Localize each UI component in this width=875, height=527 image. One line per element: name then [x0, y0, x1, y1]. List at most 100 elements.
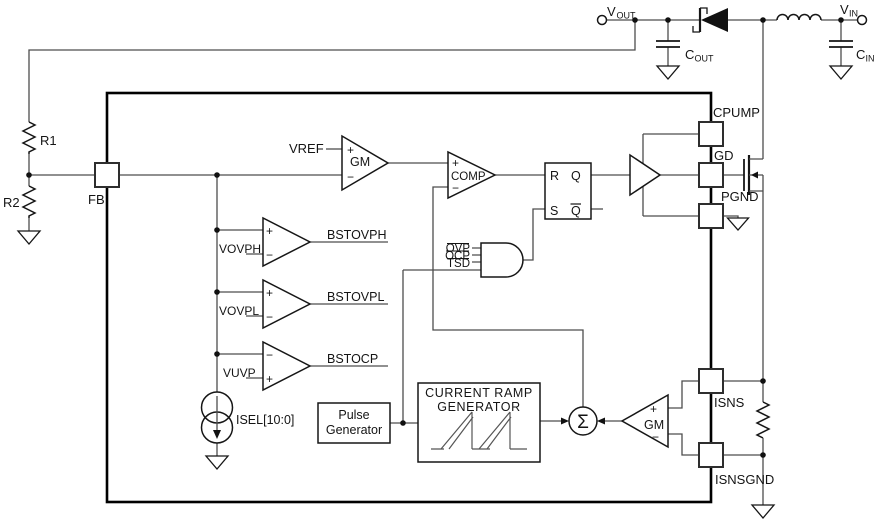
- junction-cout: [665, 17, 671, 23]
- ovpl-comparator: [262, 278, 312, 330]
- current-source-arrowhead: [213, 430, 221, 439]
- cin-capacitor: [828, 40, 854, 81]
- ocp-label: OCP: [445, 251, 470, 263]
- wire-driver-cpump: [642, 133, 699, 164]
- junction-pulse-out: [400, 420, 406, 426]
- gd-pin-label: GD: [714, 148, 734, 163]
- bstocp-label: BSTOCP: [327, 352, 378, 366]
- cpump-pin: [698, 121, 724, 147]
- sense-resistor: [755, 401, 771, 439]
- summer-left-arrowhead: [561, 417, 569, 425]
- labels: V OUT V IN C OUT C IN R1 R2 FB CPUMP GD …: [3, 2, 875, 487]
- cout-label: C: [685, 47, 694, 62]
- ovp-label: OVP: [446, 243, 471, 255]
- wire-isnsgnd-to-minus: [668, 433, 699, 456]
- pulse-gen-line2: Generator: [326, 423, 382, 437]
- wire-and-to-s: [523, 208, 545, 261]
- isns-pin-label: ISNS: [714, 395, 745, 410]
- junction-cin: [838, 17, 844, 23]
- summer-sigma: Σ: [577, 412, 589, 433]
- wire-threshold-stubs: [246, 253, 263, 379]
- junction-divider: [26, 172, 32, 178]
- senseamp-plus: +: [650, 402, 657, 416]
- cin-label: C: [856, 47, 865, 62]
- vout-terminal: [596, 14, 608, 26]
- isns-pin: [698, 368, 724, 394]
- wire-driver-pgnd: [642, 186, 699, 217]
- junction-dots: [26, 17, 844, 458]
- uvp-plus: +: [266, 372, 273, 386]
- cout-ground-symbol: [655, 65, 681, 81]
- pgnd-pin: [698, 203, 724, 229]
- isnsgnd-pin-label: ISNSGND: [715, 472, 774, 487]
- ovpl-plus: +: [266, 286, 273, 300]
- sawtooth-waveform: [431, 411, 527, 450]
- ovpl-minus: −: [266, 310, 273, 324]
- erroramp-label: GM: [350, 155, 370, 169]
- wire-comparator-taps: [217, 229, 263, 355]
- pulse-gen-line1: Pulse: [338, 408, 369, 422]
- pgnd-ground-symbol: [726, 217, 750, 231]
- r1-label: R1: [40, 133, 57, 148]
- ramp-gen-line2: GENERATOR: [437, 400, 520, 414]
- junction-fb-line: [214, 172, 220, 178]
- gate-driver: [629, 153, 662, 197]
- pgnd-pin-label: PGND: [721, 189, 759, 204]
- vin-label: V: [840, 2, 849, 17]
- mosfet-body-arrow: [751, 171, 758, 179]
- bstovph-label: BSTOVPH: [327, 228, 387, 242]
- vout-label-sub: OUT: [617, 11, 637, 21]
- error-amp: [341, 134, 390, 192]
- comp-minus: −: [452, 181, 459, 195]
- nmos-switch: [723, 155, 764, 195]
- ovph-minus: −: [266, 248, 273, 262]
- isnsgnd-pin: [698, 442, 724, 468]
- rs-latch: [544, 162, 592, 220]
- pulse-generator: [317, 402, 391, 444]
- ic-boundary: [105, 91, 713, 504]
- cin-plates: [829, 40, 853, 48]
- wire-pgnd-ext: [723, 215, 739, 218]
- sense-ground-symbol: [750, 504, 776, 520]
- and-gate: [480, 242, 524, 278]
- uvp-minus: −: [266, 348, 273, 362]
- cout-label-sub: OUT: [695, 54, 715, 64]
- cin-ground-symbol: [828, 65, 854, 81]
- cin-label-sub: IN: [866, 54, 875, 64]
- vout-label: V: [607, 4, 616, 19]
- summer-right-arrowhead: [597, 417, 605, 425]
- isel-current-source: [200, 391, 234, 471]
- wire-bst-outputs: [310, 241, 388, 367]
- uvp-comparator: [262, 340, 312, 392]
- pwm-comparator: [447, 150, 497, 200]
- latch-qbar-label: Q: [571, 204, 581, 218]
- gd-pin: [698, 162, 724, 188]
- erroramp-minus: −: [347, 170, 354, 184]
- tsd-label: TSD: [447, 258, 470, 270]
- senseamp-label: GM: [644, 418, 664, 432]
- wire-and-input-stubs: [472, 247, 481, 263]
- cout-plates: [656, 40, 680, 48]
- current-sense-amp: [620, 393, 669, 449]
- junction-switch-node: [760, 17, 766, 23]
- wire-isns-taps: [723, 380, 763, 456]
- latch-s-label: S: [550, 204, 558, 218]
- junction-isnsgnd: [760, 452, 766, 458]
- schottky-diode: [692, 7, 728, 33]
- wire-comp-minus-to-summer: [432, 186, 584, 407]
- vovpl-label: VOVPL: [219, 304, 259, 318]
- comp-label: COMP: [451, 171, 486, 183]
- junction-ovpl-tap: [214, 289, 220, 295]
- wire-feedback-top: [28, 20, 636, 122]
- wire-isns-to-plus: [668, 380, 699, 409]
- junction-vout-fb: [632, 17, 638, 23]
- vovph-label: VOVPH: [219, 242, 261, 256]
- senseamp-minus: −: [652, 430, 659, 444]
- latch-r-label: R: [550, 169, 559, 183]
- inductor: [776, 13, 822, 21]
- ramp-gen-line1: CURRENT RAMP: [425, 386, 533, 400]
- r1-resistor: [21, 121, 37, 154]
- r2-label: R2: [3, 195, 20, 210]
- junction-isns: [760, 378, 766, 384]
